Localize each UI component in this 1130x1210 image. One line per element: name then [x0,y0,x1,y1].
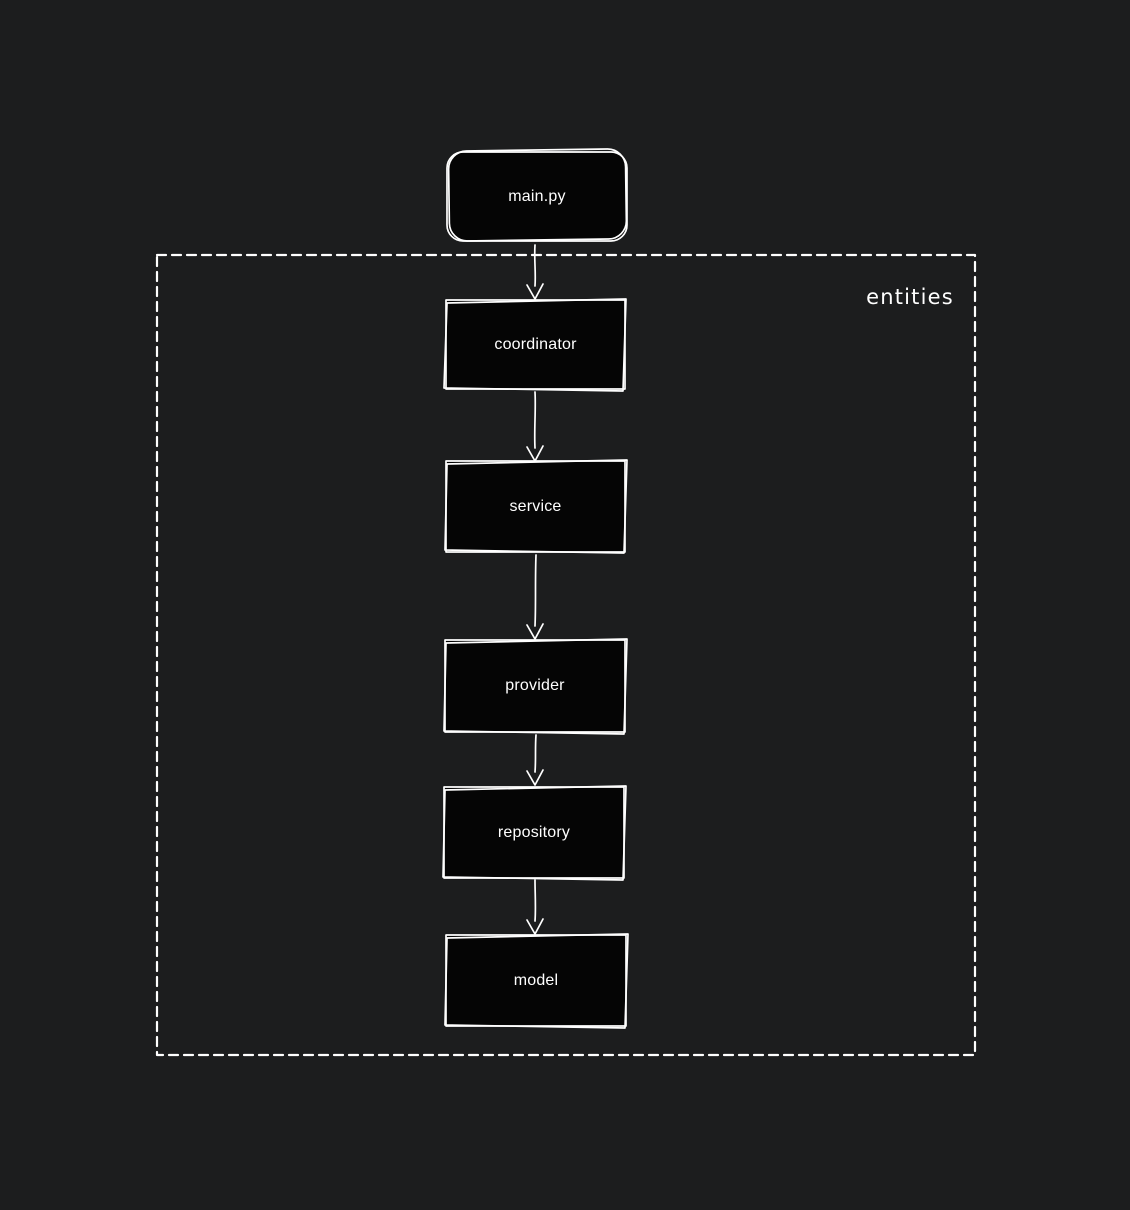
edge-provider-repository[interactable] [526,734,544,786]
node-repository[interactable] [442,785,627,881]
node-service[interactable] [444,459,628,554]
edge-repository-model[interactable] [526,879,544,935]
edge-coordinator-service[interactable] [526,391,544,462]
node-model[interactable] [444,933,629,1029]
node-main-py[interactable] [446,148,628,242]
edge-main-coordinator[interactable] [526,244,544,300]
group-frame-entities[interactable] [155,253,977,1057]
node-provider[interactable] [443,638,628,735]
node-coordinator[interactable] [443,298,627,392]
group-label-entities[interactable]: entities [866,285,954,309]
edge-service-provider[interactable] [526,554,544,640]
